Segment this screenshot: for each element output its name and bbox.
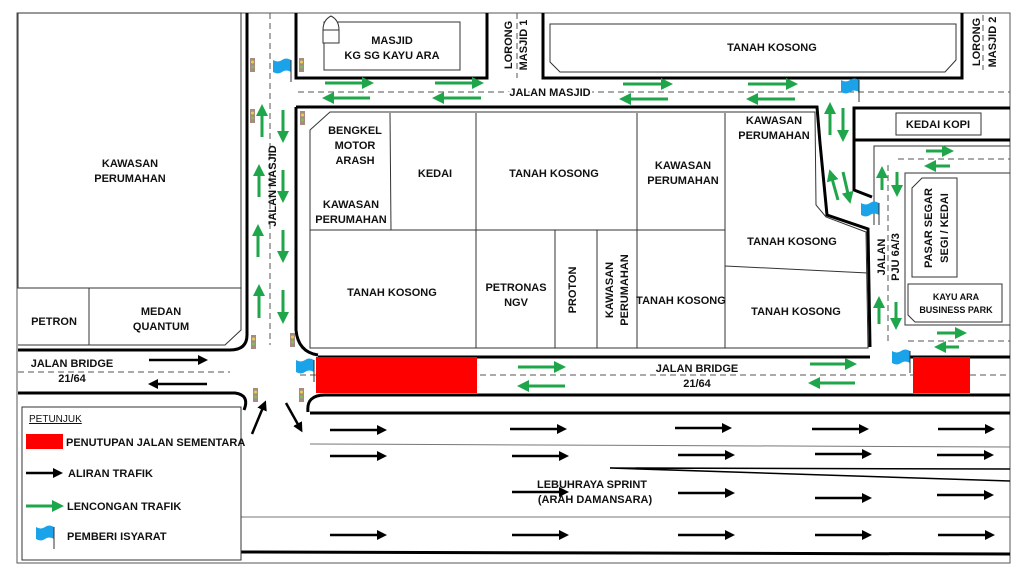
svg-text:ARASH: ARASH: [335, 155, 374, 167]
road-labels: JALAN MASJID JALAN MASJID JALAN BRIDGE 2…: [31, 85, 902, 506]
svg-text:PERUMAHAN: PERUMAHAN: [315, 214, 387, 226]
svg-text:JALAN: JALAN: [876, 239, 888, 276]
svg-text:PETRONAS: PETRONAS: [485, 282, 546, 294]
mosque-icon: [322, 15, 340, 44]
svg-text:TANAH KOSONG: TANAH KOSONG: [727, 42, 817, 54]
svg-text:KAWASAN: KAWASAN: [102, 158, 158, 170]
svg-text:KEDAI: KEDAI: [418, 168, 452, 180]
svg-text:KAWASAN: KAWASAN: [746, 115, 802, 127]
svg-text:KAWASAN: KAWASAN: [604, 262, 616, 318]
svg-text:MOTOR: MOTOR: [335, 140, 376, 152]
svg-text:PASAR SEGAR: PASAR SEGAR: [923, 188, 935, 268]
svg-text:JALAN MASJID: JALAN MASJID: [267, 145, 279, 226]
svg-text:PERUMAHAN: PERUMAHAN: [94, 173, 166, 185]
svg-text:NGV: NGV: [504, 297, 529, 309]
svg-text:JALAN BRIDGE: JALAN BRIDGE: [31, 358, 114, 370]
svg-text:PERUMAHAN: PERUMAHAN: [647, 175, 719, 187]
right-blocks: [852, 106, 1010, 345]
svg-text:SEGI / KEDAI: SEGI / KEDAI: [939, 193, 951, 263]
svg-text:TANAH KOSONG: TANAH KOSONG: [747, 236, 837, 248]
svg-text:LORONG: LORONG: [971, 18, 983, 66]
svg-text:LEBUHRAYA SPRINT: LEBUHRAYA SPRINT: [537, 479, 647, 491]
svg-text:TANAH KOSONG: TANAH KOSONG: [636, 295, 726, 307]
svg-text:MEDAN: MEDAN: [141, 306, 181, 318]
svg-text:TANAH KOSONG: TANAH KOSONG: [509, 168, 599, 180]
svg-text:21/64: 21/64: [683, 378, 711, 390]
mosque-block: [294, 13, 489, 80]
svg-text:KAYU ARA: KAYU ARA: [933, 292, 980, 302]
svg-text:KEDAI KOPI: KEDAI KOPI: [906, 119, 970, 131]
svg-text:PJU 6A/3: PJU 6A/3: [890, 233, 902, 281]
svg-text:KAWASAN: KAWASAN: [323, 199, 379, 211]
svg-text:21/64: 21/64: [58, 373, 86, 385]
label-masjid: MASJID: [371, 35, 413, 47]
road-closure-west: [316, 357, 477, 393]
svg-text:BUSINESS PARK: BUSINESS PARK: [919, 305, 993, 315]
svg-text:(ARAH DAMANSARA): (ARAH DAMANSARA): [538, 494, 653, 506]
left-blocks: [17, 12, 249, 411]
traffic-flow-arrows: [148, 355, 303, 435]
svg-text:PERUMAHAN: PERUMAHAN: [619, 254, 631, 326]
svg-text:TANAH KOSONG: TANAH KOSONG: [347, 287, 437, 299]
central-block: [294, 105, 872, 357]
svg-text:ALIRAN TRAFIK: ALIRAN TRAFIK: [68, 468, 153, 480]
detour-arrows: [252, 77, 967, 392]
svg-text:QUANTUM: QUANTUM: [133, 321, 189, 333]
place-labels: MASJID KG SG KAYU ARA LORONG MASJID 1 LO…: [31, 17, 999, 333]
svg-text:KAWASAN: KAWASAN: [655, 160, 711, 172]
svg-text:KG SG KAYU ARA: KG SG KAYU ARA: [344, 50, 439, 62]
legend-title: PETUNJUK: [29, 414, 82, 425]
svg-text:JALAN BRIDGE: JALAN BRIDGE: [656, 363, 739, 375]
svg-text:LENCONGAN TRAFIK: LENCONGAN TRAFIK: [67, 501, 181, 513]
svg-text:TANAH KOSONG: TANAH KOSONG: [751, 306, 841, 318]
svg-text:JALAN MASJID: JALAN MASJID: [509, 87, 590, 99]
svg-text:BENGKEL: BENGKEL: [328, 125, 382, 137]
road-closure-east: [913, 357, 970, 393]
svg-text:MASJID 1: MASJID 1: [518, 20, 530, 71]
svg-text:PERUMAHAN: PERUMAHAN: [738, 130, 810, 142]
highway-arrows: [330, 423, 995, 540]
legend-label: PENUTUPAN JALAN SEMENTARA: [66, 437, 245, 449]
svg-text:LORONG: LORONG: [503, 21, 515, 69]
svg-text:PROTON: PROTON: [567, 267, 579, 314]
svg-text:PEMBERI ISYARAT: PEMBERI ISYARAT: [67, 531, 167, 543]
legend-closure-swatch: [26, 434, 63, 449]
svg-text:MASJID 2: MASJID 2: [987, 17, 999, 68]
map-frame: [16, 12, 1011, 564]
lebuhraya-sprint: [240, 411, 1011, 556]
svg-text:PETRON: PETRON: [31, 316, 77, 328]
legend: PETUNJUK PENUTUPAN JALAN SEMENTARA ALIRA…: [21, 406, 245, 561]
